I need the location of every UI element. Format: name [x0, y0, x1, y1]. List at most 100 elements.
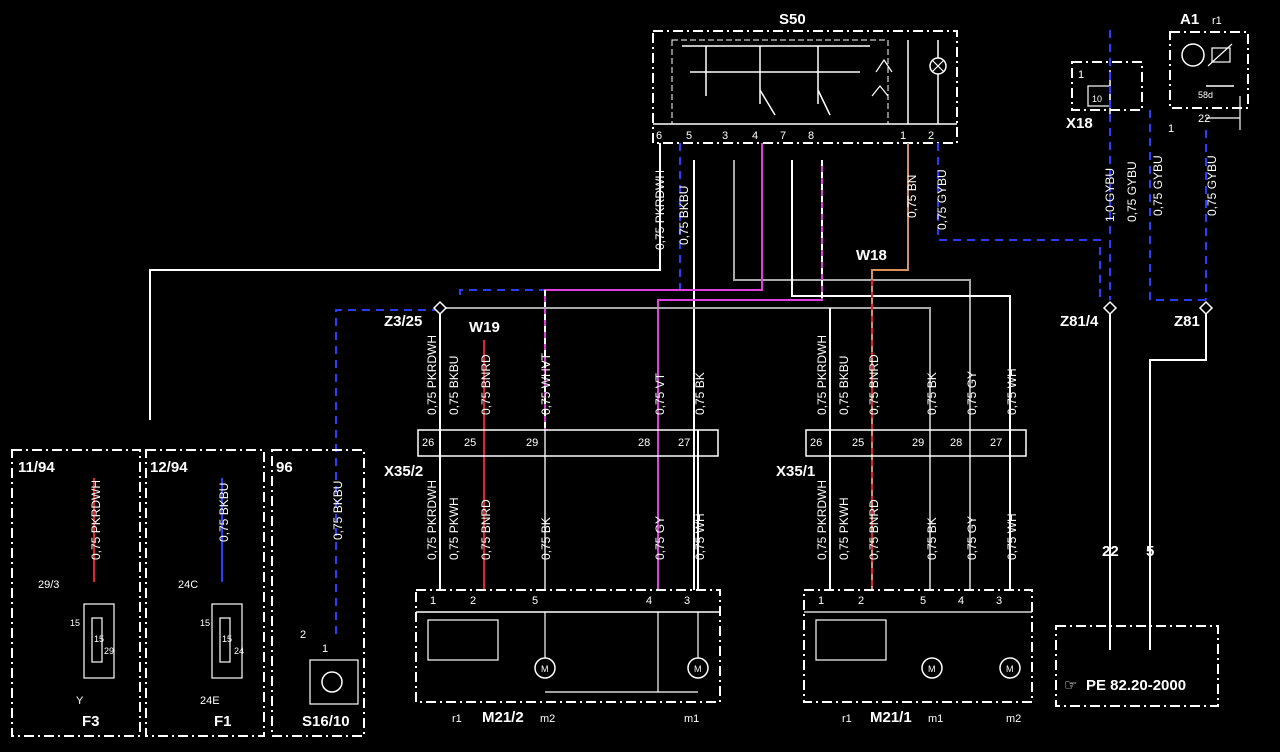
wire-label: 0,75 GYBU — [1125, 161, 1139, 222]
f1-ref: 12/94 — [150, 459, 188, 476]
wire-label: 0,75 GY — [965, 371, 979, 415]
s50-pin: 7 — [780, 130, 786, 142]
m21-1-sub-label: m1 — [928, 713, 943, 725]
wire-label: 1,0 GYBU — [1103, 168, 1117, 222]
wire-label: 0,75 PKRDWH — [815, 335, 829, 415]
wire-label: 0,75 BKBU — [447, 356, 461, 415]
f1-pin: 24 — [234, 646, 244, 656]
z81-output-5: 5 — [1146, 543, 1154, 560]
f1-pin: 15 — [200, 618, 210, 628]
x35-1-label: X35/1 — [776, 463, 815, 480]
wire-label: 0,75 BK — [925, 517, 939, 560]
svg-text:M: M — [1006, 664, 1014, 674]
a1-pin-58d: 58d — [1198, 90, 1213, 100]
right-lower-wire-labels: 0,75 PKRDWH 0,75 PKWH 0,75 BNRD 0,75 BK … — [815, 480, 1019, 560]
f3-pin: 15 — [94, 634, 104, 644]
m21-2-motor-unit: M M — [415, 589, 721, 703]
connector-pin: 28 — [638, 437, 650, 449]
motor-pin: 5 — [920, 595, 926, 607]
x35-1-connector — [805, 429, 1027, 457]
sensor-icon — [321, 671, 343, 693]
left-upper-wire-labels: 0,75 PKRDWH 0,75 BKBU 0,75 BNRD 0,75 WHV… — [425, 335, 707, 415]
f1-terminal: 24C — [178, 579, 198, 591]
reference-box — [1055, 625, 1219, 707]
w19-label: W19 — [469, 319, 500, 336]
f3-pin: 15 — [70, 618, 80, 628]
wire-label: 0,75 BN — [905, 175, 919, 218]
f1-bottom: 24E — [200, 695, 220, 707]
s50-pin: 8 — [808, 130, 814, 142]
m21-1-motor-unit: M M — [803, 589, 1033, 703]
s50-pin: 5 — [686, 130, 692, 142]
s50-label: S50 — [779, 11, 806, 28]
svg-text:M: M — [928, 664, 936, 674]
z81-output-22: 22 — [1102, 543, 1119, 560]
svg-text:M: M — [541, 664, 549, 674]
connector-pin: 27 — [678, 437, 690, 449]
s16-10-label: S16/10 — [302, 713, 350, 730]
a1-r1-label: r1 — [1212, 15, 1222, 27]
wire-label: 0,75 GYBU — [1151, 155, 1165, 216]
wire-label: 0,75 BK — [539, 517, 553, 560]
f1-label: F1 — [214, 713, 232, 730]
m21-2-pins: 1 2 5 4 3 — [430, 595, 690, 607]
wire-label: 0,75 WH — [693, 513, 707, 560]
wire-label: 0,75 BK — [693, 372, 707, 415]
f3-label: F3 — [82, 713, 100, 730]
a1-pin-1: 1 — [1168, 123, 1174, 135]
s50-pin: 3 — [722, 130, 728, 142]
wire-label: 0,75 PKRDWH — [425, 335, 439, 415]
motor-pin: 4 — [958, 595, 964, 607]
wire-label: 0,75 BK — [925, 372, 939, 415]
m21-1-sub-label: m2 — [1006, 713, 1021, 725]
m21-1-label: M21/1 — [870, 709, 912, 726]
f3-terminal: 29/3 — [38, 579, 59, 591]
motor-pin: 1 — [818, 595, 824, 607]
s50-pin: 6 — [656, 130, 662, 142]
f3-pin: 29 — [104, 646, 114, 656]
m21-1-pins: 1 2 5 4 3 — [818, 595, 1002, 607]
wire-label: 0,75 BKBU — [677, 186, 691, 245]
f1-wire-label: 0,75 BKBU — [217, 483, 231, 542]
a1-label: A1 — [1180, 11, 1199, 28]
connector-pin: 25 — [464, 437, 476, 449]
motor-icon — [999, 657, 1021, 679]
wire-label: 0,75 PKRDWH — [425, 480, 439, 560]
wire-label: 0,75 WHVT — [539, 352, 553, 415]
x18-pin-1: 1 — [1078, 69, 1084, 81]
s16-10-panel — [271, 449, 365, 737]
wire-label: 0,75 BKBU — [837, 356, 851, 415]
reference-text: PE 82.20-2000 — [1086, 677, 1186, 694]
connector-pin: 26 — [810, 437, 822, 449]
top-wires — [149, 30, 1207, 650]
connector-pin: 27 — [990, 437, 1002, 449]
top-wire-labels: 0,75 PKRDWH 0,75 BKBU 0,75 BN 0,75 GYBU … — [653, 155, 1219, 250]
wire-label: 0,75 WH — [1005, 513, 1019, 560]
motor-pin: 2 — [470, 595, 476, 607]
f3-fuse-panel — [11, 449, 141, 737]
f3-bottom: Y — [76, 695, 84, 707]
s50-pin: 4 — [752, 130, 758, 142]
x35-2-pins: 26 25 29 28 27 — [422, 437, 690, 449]
wire-label: 0,75 GY — [965, 516, 979, 560]
wire-label: 0,75 GYBU — [1205, 155, 1219, 216]
x18-label: X18 — [1066, 115, 1093, 132]
wire-label: 0,75 WH — [1005, 368, 1019, 415]
motor-pin: 5 — [532, 595, 538, 607]
wire-label: 0,75 VT — [653, 372, 667, 415]
w18-label: W18 — [856, 247, 887, 264]
f1-fuse-panel — [145, 449, 265, 737]
left-lower-wire-labels: 0,75 PKRDWH 0,75 PKWH 0,75 BNRD 0,75 BK … — [425, 480, 707, 560]
x35-2-label: X35/2 — [384, 463, 423, 480]
splice-diamonds — [432, 300, 1214, 316]
wire-label: 0,75 BNRD — [867, 354, 881, 415]
right-upper-wire-labels: 0,75 PKRDWH 0,75 BKBU 0,75 BNRD 0,75 BK … — [815, 335, 1019, 415]
s50-pin-labels: 6 5 3 4 7 8 1 2 — [656, 130, 934, 142]
f1-pin: 15 — [222, 634, 232, 644]
s50-switch-assembly — [652, 30, 958, 144]
s50-pin: 2 — [928, 130, 934, 142]
pointing-hand-icon: ☞ — [1064, 677, 1077, 694]
motor-pin: 3 — [684, 595, 690, 607]
wire-label: 0,75 GY — [653, 516, 667, 560]
